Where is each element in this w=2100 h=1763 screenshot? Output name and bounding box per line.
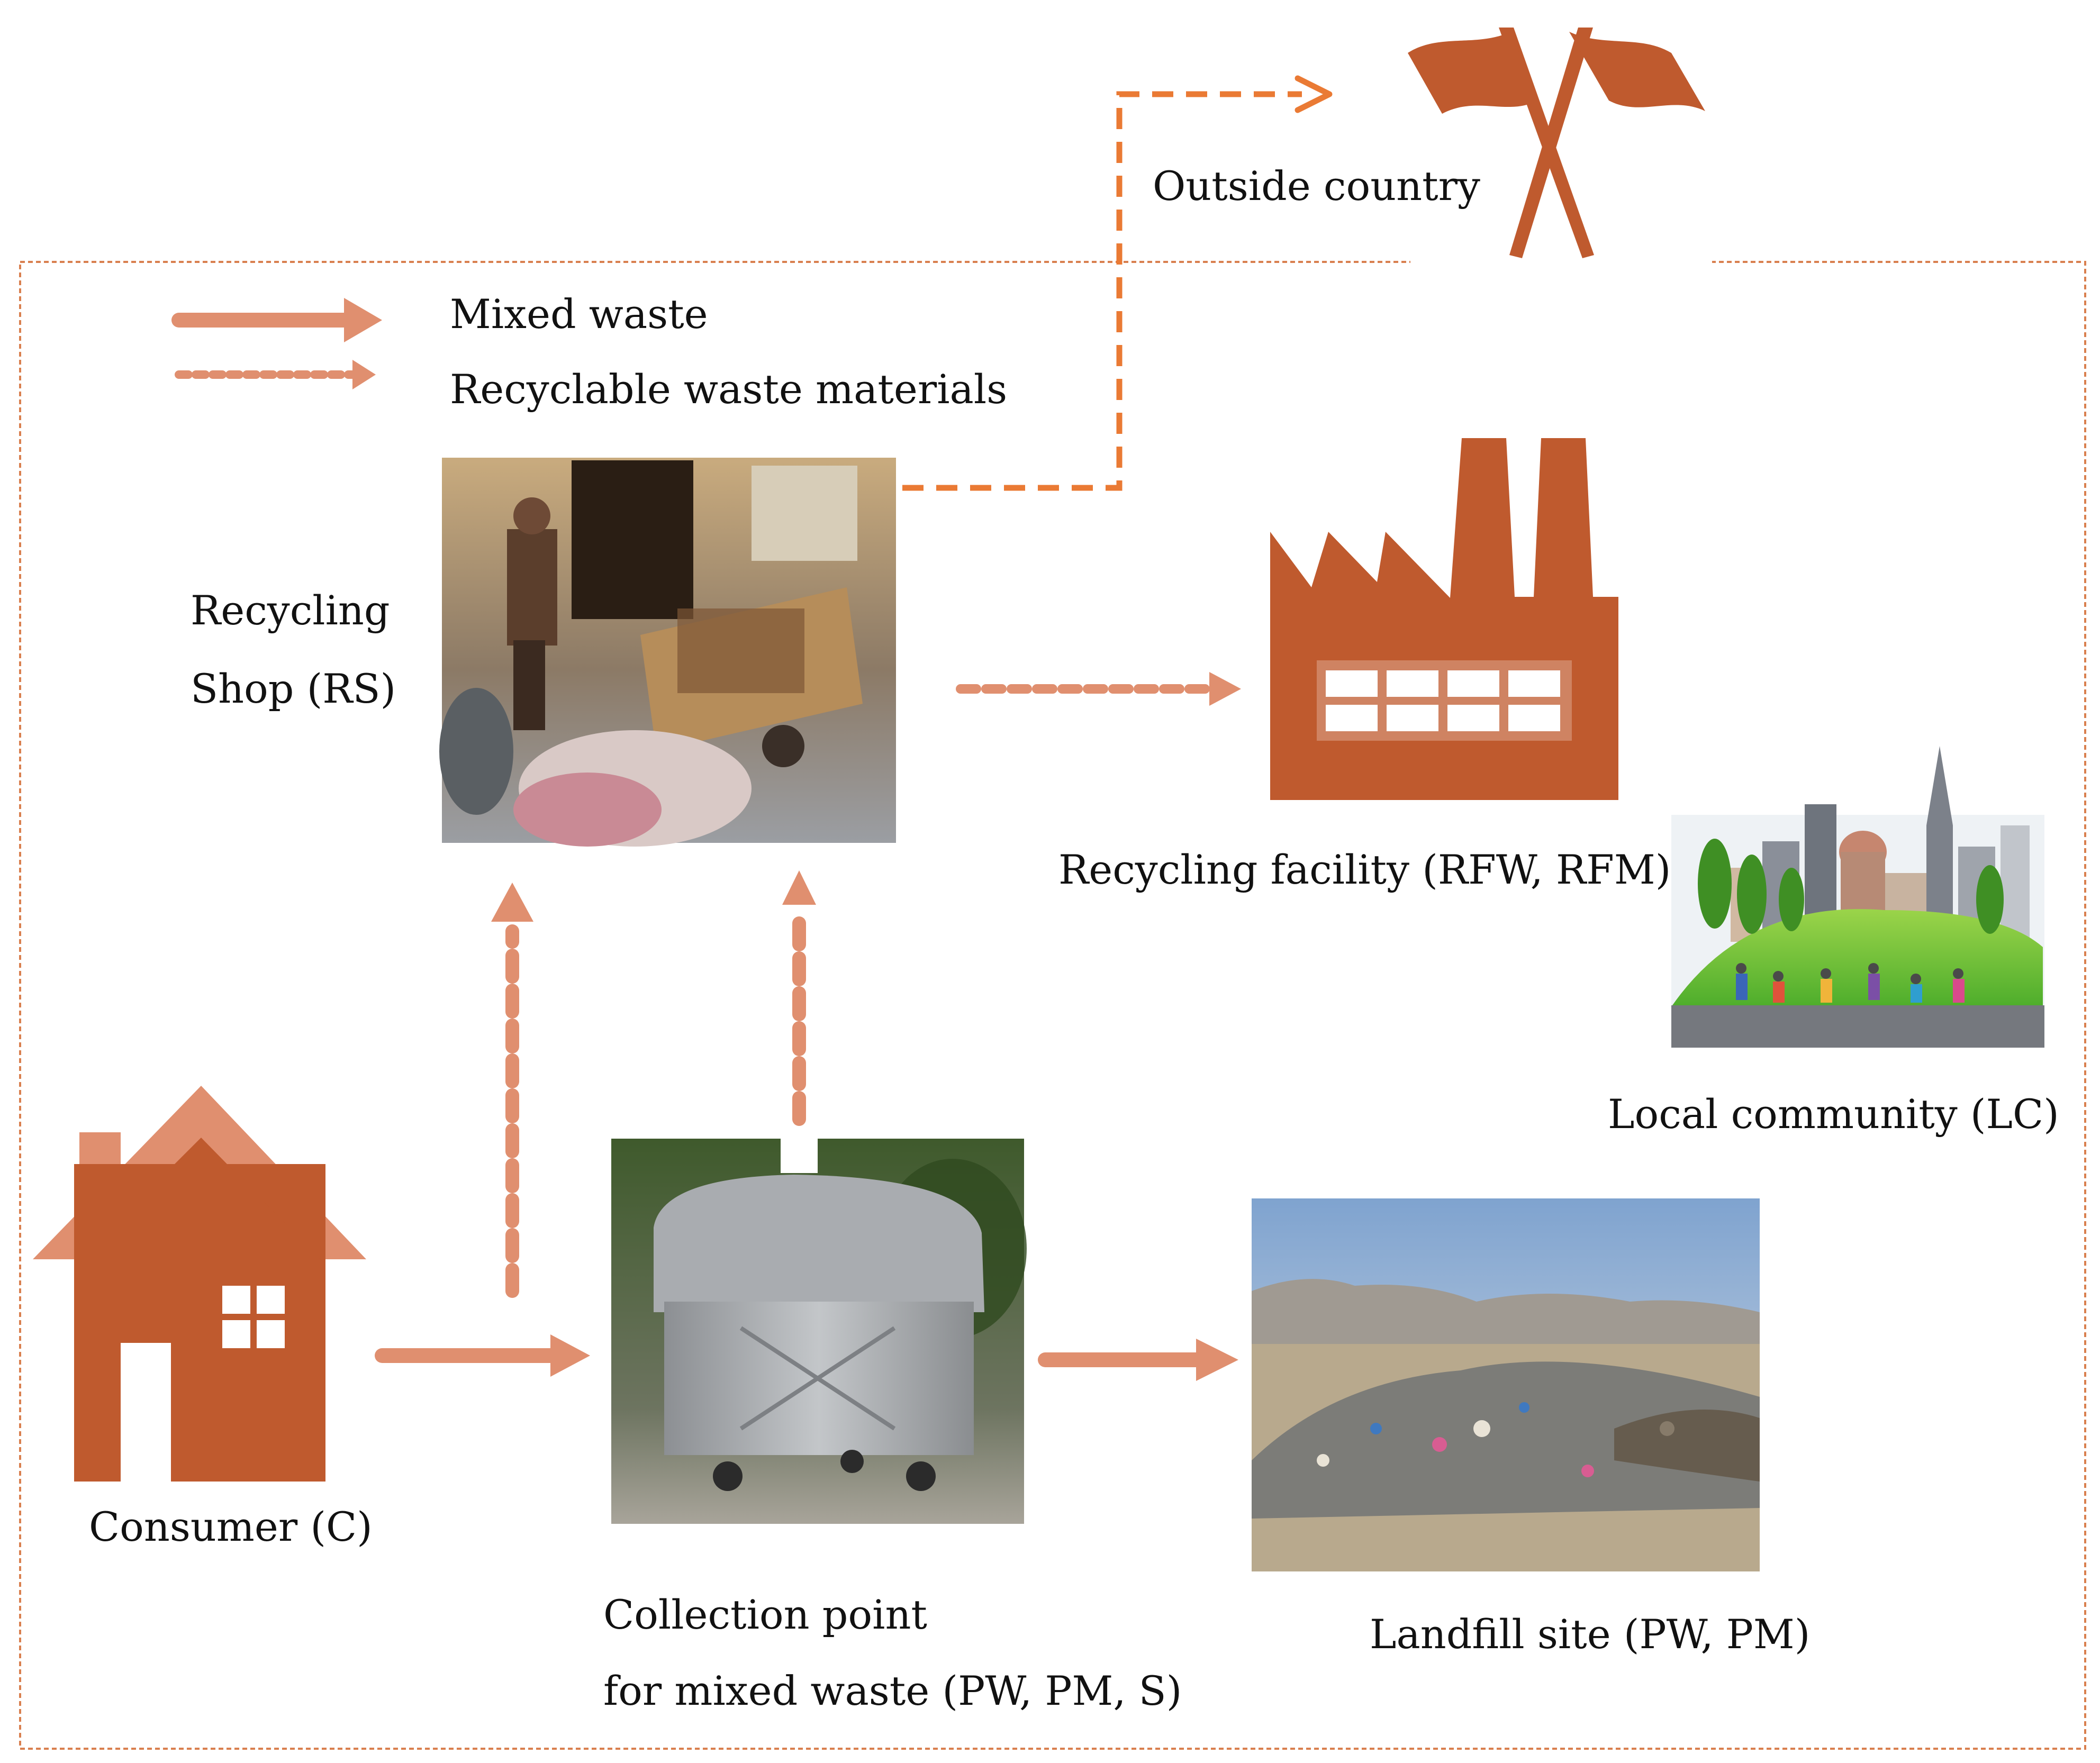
waste-container-photo (611, 1135, 1027, 1524)
shop-to-facility-arrow (956, 672, 1241, 706)
recycling-shop-photo (439, 458, 896, 847)
collection-point-label-line2: for mixed waste (PW, PM, S) (603, 1667, 1182, 1714)
landfill-label: Landfill site (PW, PM) (1370, 1611, 1810, 1658)
recycling-shop-label-line2: Shop (RS) (191, 665, 396, 712)
legend-mixed-arrow (171, 298, 382, 342)
city-park-illustration (1671, 746, 2044, 1048)
collection-point-label-line1: Collection point (603, 1591, 927, 1638)
legend-recyclable-label: Recyclable waste materials (450, 366, 1007, 413)
consumer-to-collection-arrow (375, 1334, 590, 1377)
legend-recyclable-arrow (175, 360, 376, 389)
export-arrow (902, 75, 1333, 491)
legend-mixed-label: Mixed waste (450, 290, 708, 338)
landfill-photo (1252, 1198, 1760, 1571)
house-icon (33, 1086, 366, 1482)
crossed-flags-icon (1408, 28, 1705, 258)
consumer-label: Consumer (C) (89, 1503, 373, 1550)
system-boundary (19, 261, 2086, 1750)
outside-country-label: Outside country (1153, 162, 1480, 210)
recycling-facility-label: Recycling facility (RFW, RFM) (1058, 846, 1671, 893)
consumer-to-shop-arrow (491, 883, 533, 1298)
boundary-gap (1410, 257, 1712, 268)
recycling-shop-label-line1: Recycling (191, 587, 390, 634)
legend: Mixed waste Recyclable waste materials (171, 290, 1007, 413)
collection-to-shop-arrow (782, 870, 816, 1126)
collection-to-landfill-arrow (1038, 1339, 1238, 1381)
local-community-label: Local community (LC) (1608, 1090, 2059, 1138)
factory-icon (1270, 438, 1618, 800)
